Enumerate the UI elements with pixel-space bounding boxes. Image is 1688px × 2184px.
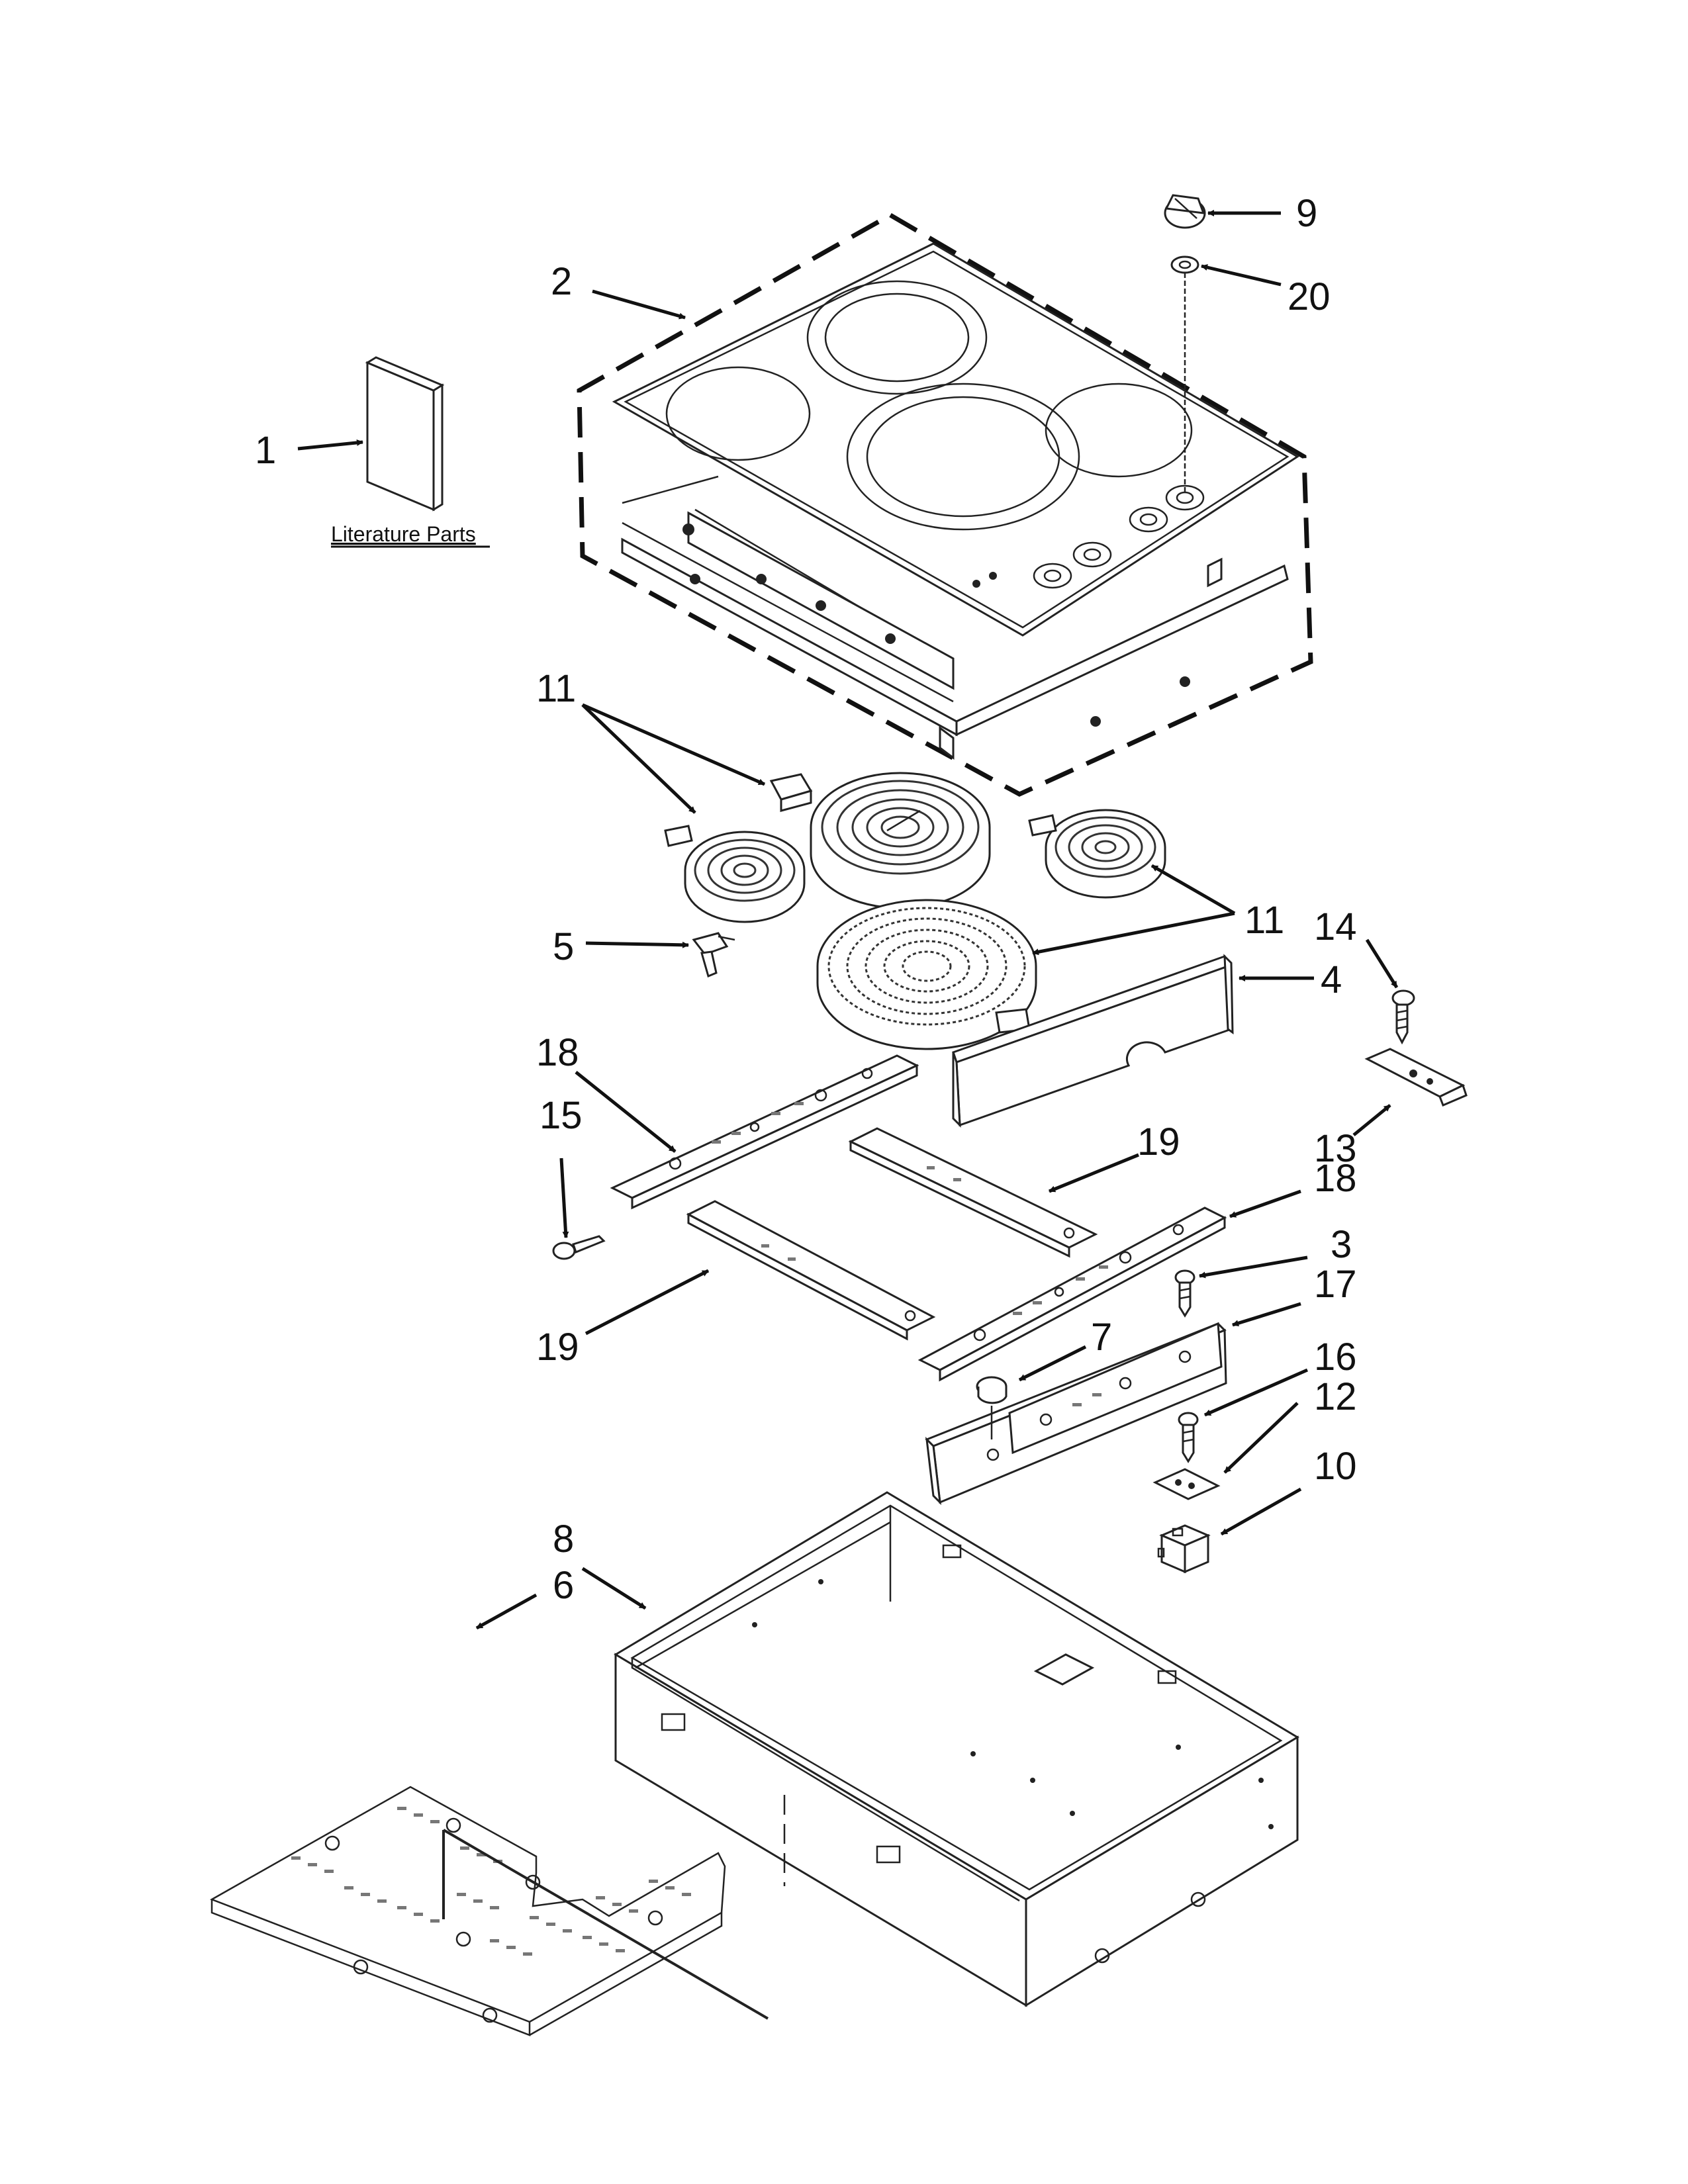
support-channel-19-upper[interactable]	[848, 1127, 1098, 1258]
cooktop-glass-assembly[interactable]	[577, 212, 1313, 797]
callout-2: 2	[551, 260, 572, 303]
limiter-switch[interactable]	[976, 1376, 1008, 1439]
callout-8: 8	[553, 1518, 574, 1561]
support-channel-19-lower[interactable]	[686, 1200, 936, 1341]
limiter-clip[interactable]	[692, 932, 735, 978]
screw-16[interactable]	[1178, 1412, 1199, 1463]
screw-3[interactable]	[1174, 1269, 1196, 1318]
switch-bracket[interactable]	[925, 1322, 1227, 1506]
mounting-plate[interactable]	[1152, 1468, 1221, 1500]
literature-parts-label: Literature Parts	[331, 522, 476, 546]
literature-booklet[interactable]	[365, 356, 445, 512]
callout-11-upper: 11	[536, 667, 576, 710]
callout-12: 12	[1314, 1375, 1357, 1418]
cooktop-base-box[interactable]	[614, 1491, 1299, 2007]
callout-18-right: 18	[1314, 1157, 1357, 1200]
callout-3: 3	[1331, 1223, 1352, 1266]
infinite-switch[interactable]	[1157, 1524, 1211, 1574]
callout-15: 15	[539, 1094, 583, 1137]
callout-arrows	[297, 210, 1399, 1630]
callout-labels: 1 2 9 20 11 11 5 4 14 18 15 19 13 18 3 1…	[255, 192, 1357, 1607]
radiant-element-large-top[interactable]	[769, 772, 991, 909]
support-rail-18-right[interactable]	[917, 1206, 1227, 1382]
vent-slots	[291, 1807, 691, 1956]
callout-1: 1	[255, 429, 276, 472]
heat-shield-panel[interactable]	[210, 1786, 769, 2036]
radiant-element-large-bottom[interactable]	[816, 899, 1037, 1050]
callout-9: 9	[1296, 192, 1317, 235]
callout-16: 16	[1314, 1336, 1357, 1379]
hold-down-clip[interactable]	[1364, 1048, 1468, 1107]
callout-7: 7	[1091, 1316, 1112, 1359]
support-rail-18-left[interactable]	[610, 1054, 919, 1210]
callout-20: 20	[1288, 275, 1331, 318]
control-knob[interactable]	[1164, 194, 1206, 229]
callout-6: 6	[553, 1564, 574, 1607]
radiant-element-small-right[interactable]	[1028, 809, 1166, 899]
callout-18-left: 18	[536, 1031, 579, 1074]
callout-17: 17	[1314, 1263, 1357, 1306]
callout-19-upper: 19	[1137, 1120, 1180, 1163]
callout-11-lower: 11	[1244, 899, 1284, 942]
callout-13: 13	[1314, 1127, 1357, 1170]
element-bracket[interactable]	[952, 954, 1234, 1128]
knob-bezel-ring[interactable]	[1170, 255, 1199, 274]
callout-14: 14	[1314, 905, 1357, 948]
radiant-element-small-left[interactable]	[664, 825, 806, 923]
callout-5: 5	[553, 925, 574, 968]
callout-4: 4	[1321, 958, 1342, 1001]
callout-10: 10	[1314, 1445, 1357, 1488]
screw-15[interactable]	[552, 1235, 606, 1260]
callout-19-lower: 19	[536, 1326, 579, 1369]
mounting-screw-14[interactable]	[1391, 989, 1415, 1045]
